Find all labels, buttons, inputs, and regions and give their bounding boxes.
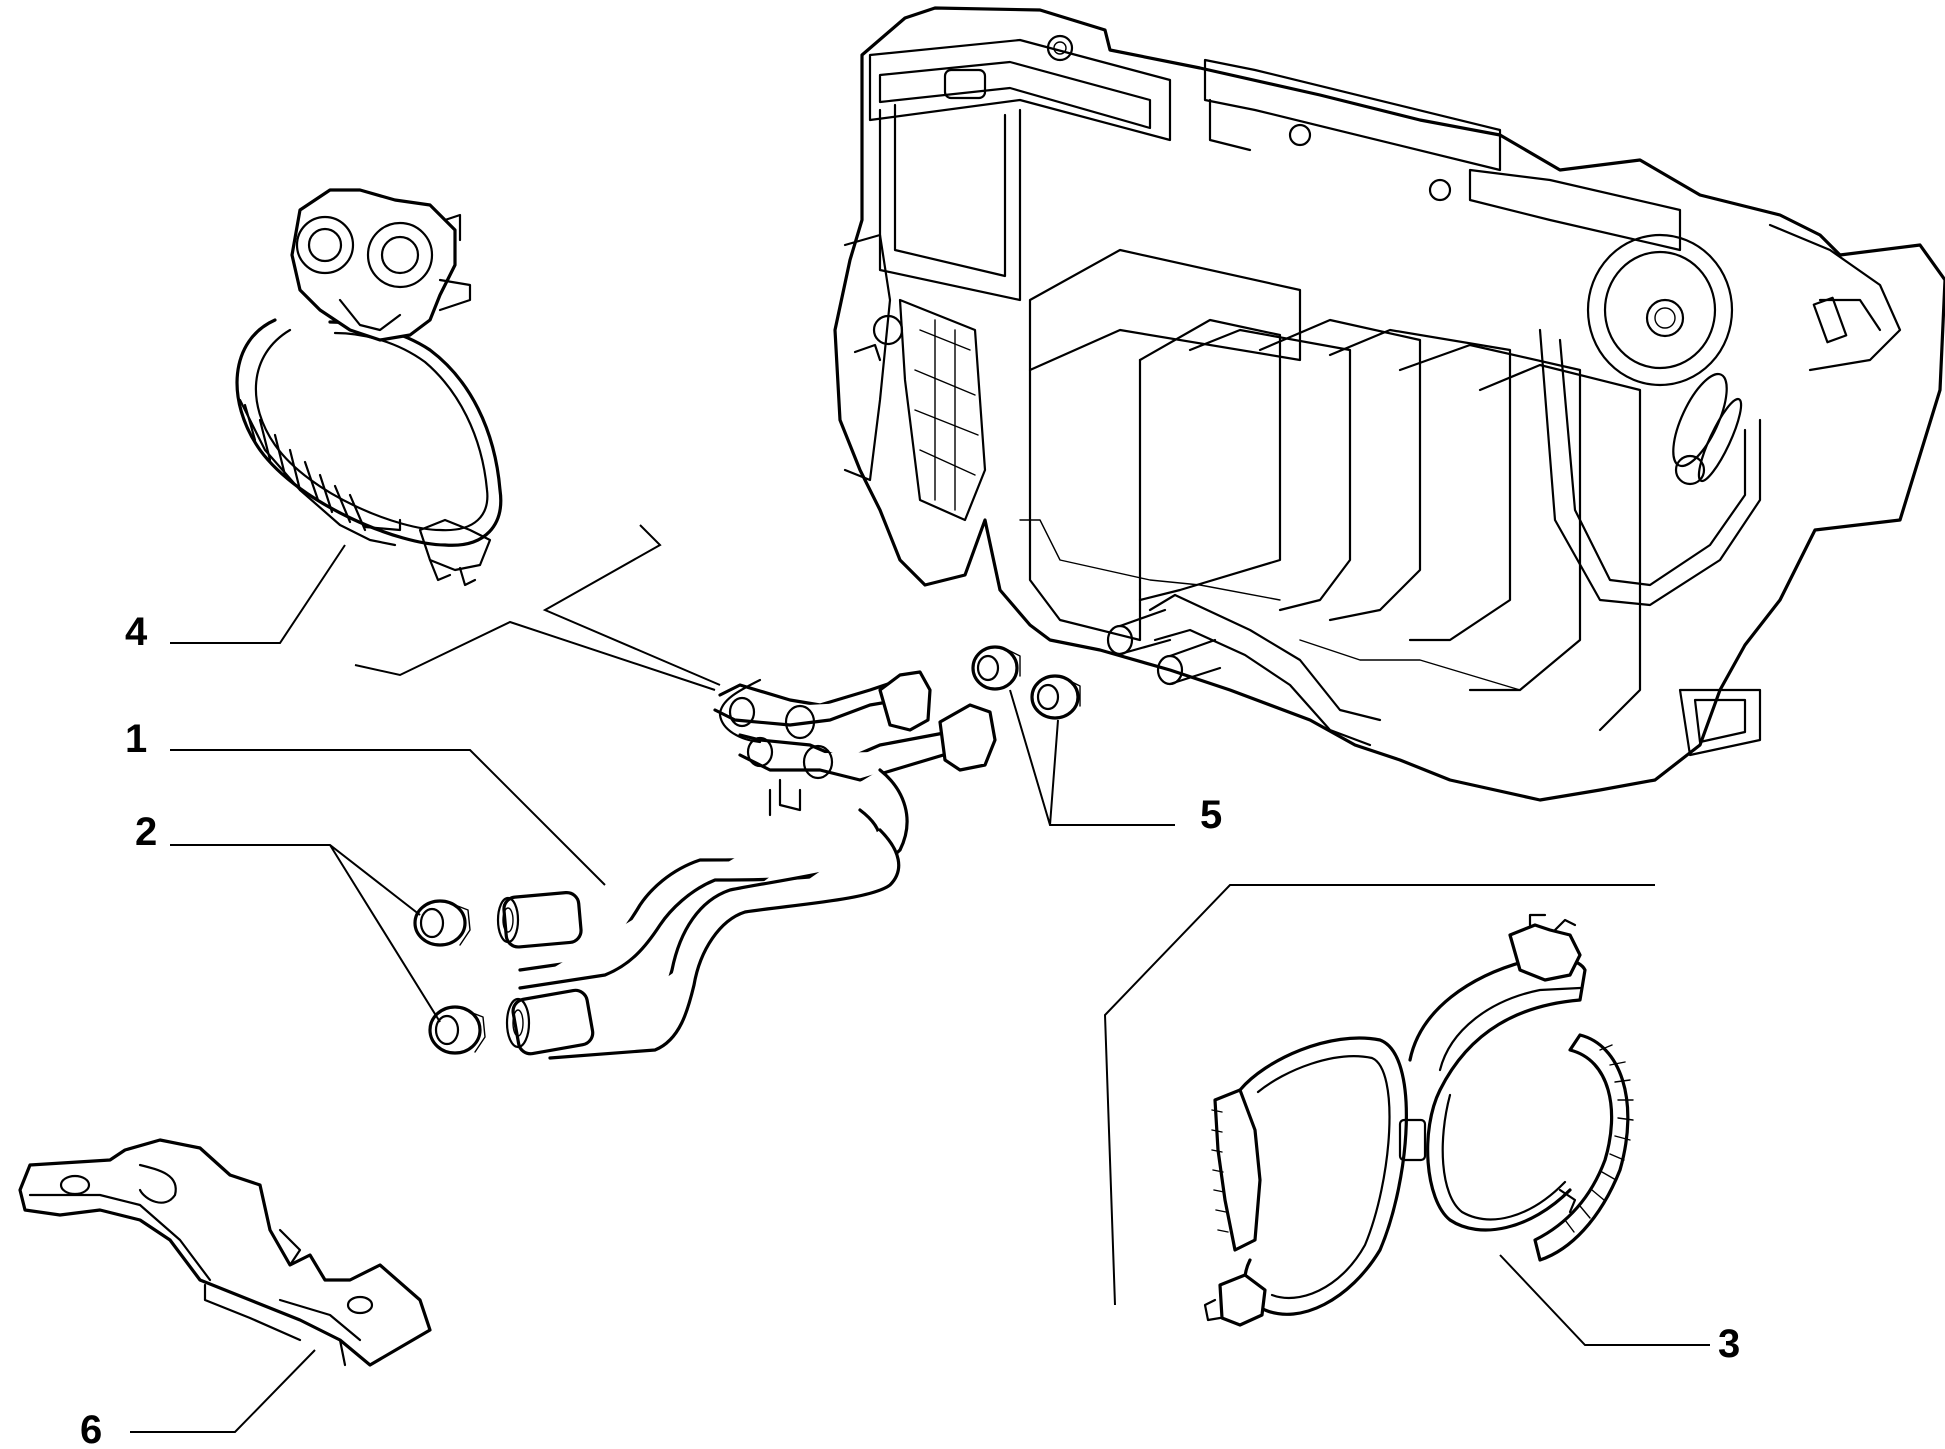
hose-clamps-upper-illustration [971, 645, 1081, 720]
callout-2: 2 [135, 810, 157, 854]
coolant-pipes-illustration [496, 670, 997, 1060]
strap-clamp-double-illustration [1203, 913, 1634, 1327]
callout-3: 3 [1718, 1322, 1740, 1366]
callout-6: 6 [80, 1408, 102, 1449]
callout-5: 5 [1200, 793, 1222, 837]
callout-1: 1 [125, 717, 147, 761]
mounting-bracket-illustration [18, 1138, 432, 1367]
hose-clamps-lower-illustration [413, 899, 486, 1055]
leader-lines [130, 524, 1710, 1433]
callout-4: 4 [125, 610, 148, 654]
strap-clamp-single-illustration [235, 188, 503, 587]
heater-housing-illustration [833, 6, 1945, 802]
callout-labels: 4 1 2 5 3 6 [80, 610, 1740, 1449]
